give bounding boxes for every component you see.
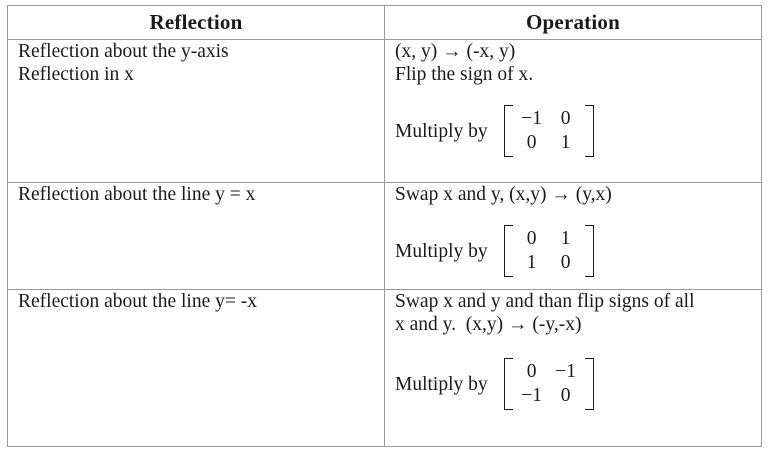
matrix-entry: 0 (526, 361, 537, 382)
column-header-reflection-label: Reflection (149, 10, 243, 34)
matrix-grid: 0 1 1 0 (515, 227, 583, 275)
matrix-entry: 0 (560, 385, 571, 406)
operation-cell-row1: (x, y) → (-x, y) Flip the sign of x. Mul… (384, 39, 762, 183)
column-header-reflection: Reflection (7, 5, 385, 40)
matrix-row2: 0 1 1 0 (503, 225, 594, 277)
matrix-grid: −1 0 0 1 (515, 107, 583, 155)
matrix-entry: 0 (560, 252, 571, 273)
matrix-entry: −1 (521, 108, 543, 129)
reflection-line: Reflection about the line y = x (18, 184, 256, 205)
column-header-operation-label: Operation (526, 10, 620, 34)
table-header-row: Reflection Operation (7, 5, 762, 40)
operation-line: Swap x and y, (x,y) → (y,x) (395, 184, 612, 205)
matrix-row3: 0 −1 −1 0 (503, 358, 594, 410)
reflection-text-row3: Reflection about the line y= -x (8, 290, 384, 313)
operation-cell-row3: Swap x and y and than flip signs of all … (384, 289, 762, 447)
reflection-line: Reflection about the y-axis (18, 41, 229, 62)
reflection-text-row1: Reflection about the y-axis Reflection i… (8, 40, 384, 86)
operation-text-row3: Swap x and y and than flip signs of all … (385, 290, 761, 336)
matrix-entry: −1 (521, 385, 543, 406)
operation-line: (x, y) → (-x, y) (395, 41, 516, 62)
multiply-block-row2: Multiply by 0 1 1 0 (385, 225, 761, 277)
multiply-label: Multiply by (395, 120, 488, 142)
operation-line: Swap x and y and than flip signs of all (395, 291, 695, 312)
column-header-operation: Operation (384, 5, 762, 40)
table-row: Reflection about the y-axis Reflection i… (7, 39, 762, 183)
matrix-entry: 1 (560, 132, 571, 153)
matrix-entry: 0 (526, 228, 537, 249)
reflection-text-row2: Reflection about the line y = x (8, 183, 384, 206)
operation-cell-row2: Swap x and y, (x,y) → (y,x) Multiply by … (384, 182, 762, 290)
matrix-entry: 0 (560, 108, 571, 129)
multiply-label: Multiply by (395, 373, 488, 395)
multiply-block-row3: Multiply by 0 −1 −1 0 (385, 358, 761, 410)
table-row: Reflection about the line y = x Swap x a… (7, 182, 762, 290)
operation-line: Flip the sign of x. (395, 64, 534, 85)
reflection-cell-row1: Reflection about the y-axis Reflection i… (7, 39, 385, 183)
table-body: Reflection about the y-axis Reflection i… (7, 39, 762, 447)
operation-line: x and y. (x,y) → (-y,-x) (395, 314, 582, 335)
matrix-entry: −1 (555, 361, 577, 382)
multiply-label: Multiply by (395, 240, 488, 262)
matrix-entry: 1 (560, 228, 571, 249)
matrix-entry: 0 (526, 132, 537, 153)
reflection-cell-row2: Reflection about the line y = x (7, 182, 385, 290)
table-row: Reflection about the line y= -x Swap x a… (7, 289, 762, 447)
matrix-grid: 0 −1 −1 0 (515, 360, 583, 408)
matrix-row1: −1 0 0 1 (503, 105, 594, 157)
operation-text-row1: (x, y) → (-x, y) Flip the sign of x. (385, 40, 761, 86)
multiply-block-row1: Multiply by −1 0 0 1 (385, 105, 761, 157)
reflection-line: Reflection about the line y= -x (18, 291, 257, 312)
reflection-table-container: Reflection Operation Reflection about th… (7, 5, 762, 447)
reflection-cell-row3: Reflection about the line y= -x (7, 289, 385, 447)
operation-text-row2: Swap x and y, (x,y) → (y,x) (385, 183, 761, 206)
matrix-entry: 1 (526, 252, 537, 273)
table-header: Reflection Operation (7, 5, 762, 40)
reflection-line: Reflection in x (18, 64, 134, 85)
reflection-operation-table: Reflection Operation Reflection about th… (7, 5, 762, 447)
